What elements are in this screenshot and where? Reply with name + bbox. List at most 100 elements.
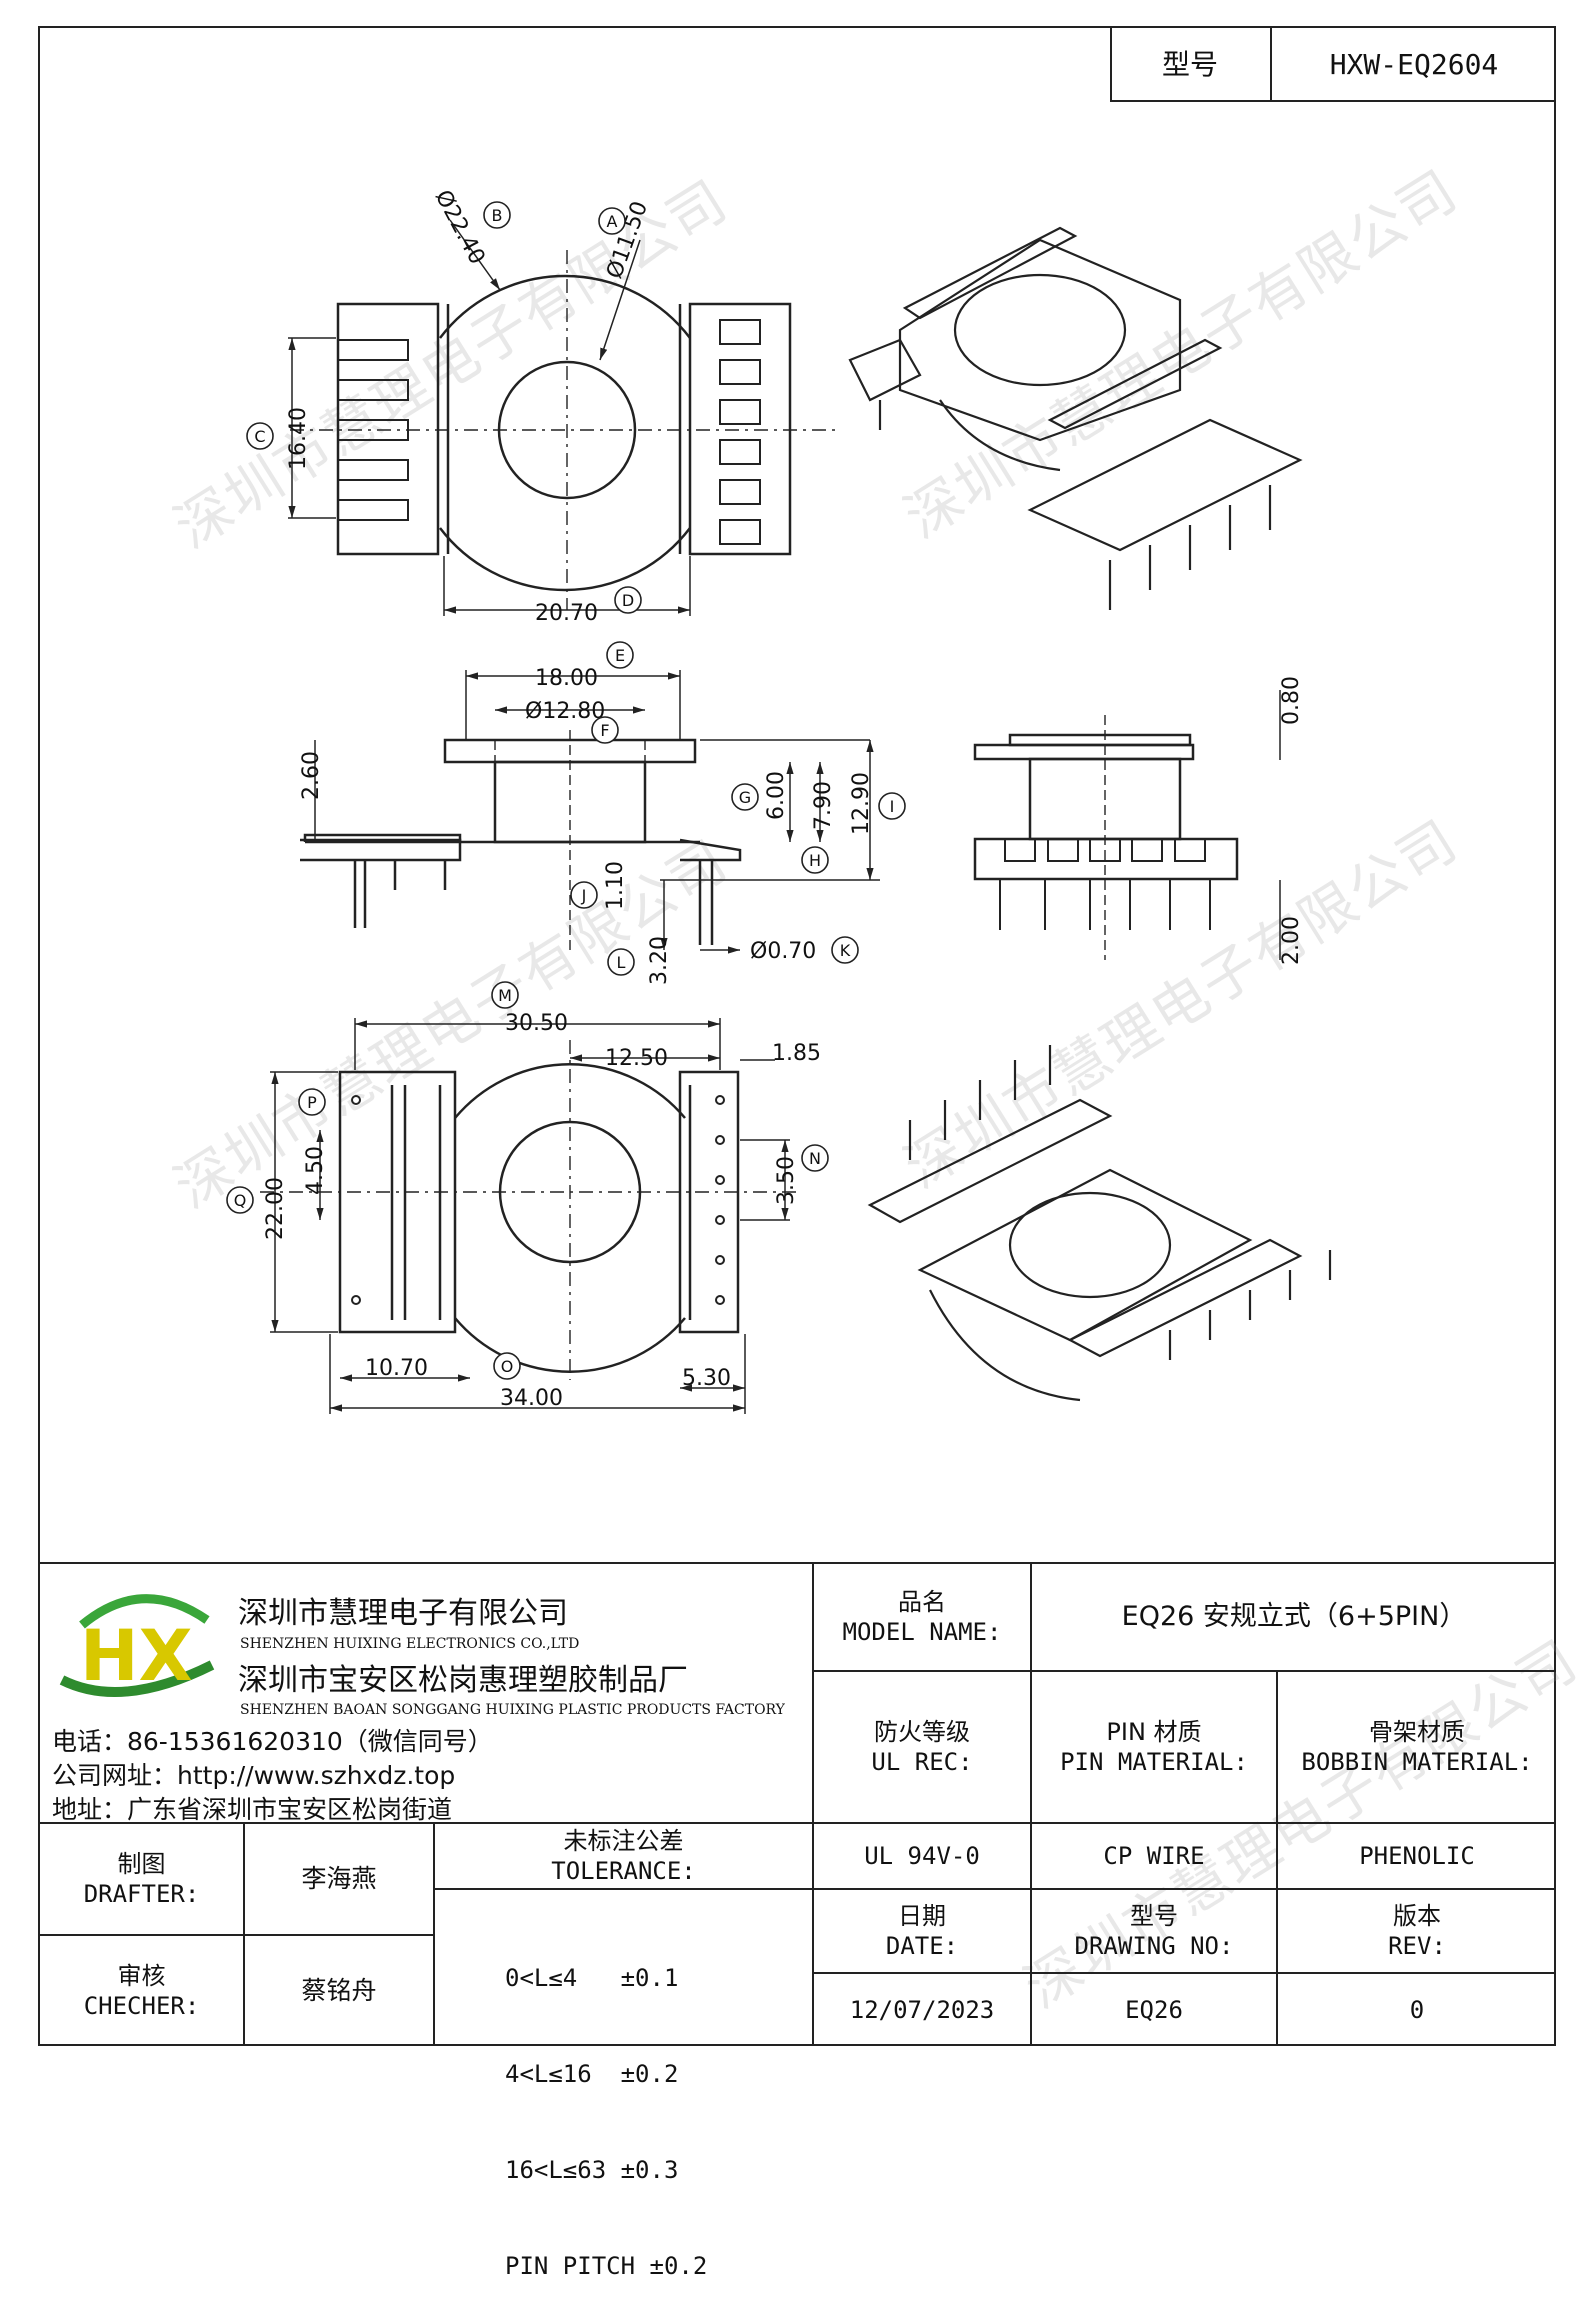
logo-text: HX: [80, 1615, 193, 1697]
checker-cn: 审核: [117, 1962, 166, 1990]
fire-rating-value: UL 94V-0: [864, 1842, 980, 1870]
dim-l-text: 3.20: [647, 936, 672, 985]
address-text: 地址：广东省深圳市宝安区松岗街道: [52, 1795, 453, 1824]
end-view: [973, 690, 1281, 960]
tolerance-line: 0<L≤4 ±0.1: [505, 1964, 679, 1992]
balloon-b: B: [492, 206, 503, 225]
pin-material-cn: PIN 材质: [1106, 1718, 1202, 1746]
iso-view-top: [848, 226, 1303, 610]
drafter-value: 李海燕: [301, 1864, 377, 1894]
pin-material-value: CP WIRE: [1103, 1842, 1205, 1870]
tolerance-en: TOLERANCE:: [551, 1857, 696, 1885]
drafter-en: DRAFTER:: [83, 1880, 200, 1908]
bobbin-material-value: PHENOLIC: [1359, 1842, 1475, 1870]
fire-rating-label: 防火等级 UL REC:: [814, 1672, 1030, 1822]
date-en: DATE:: [885, 1932, 959, 1960]
balloon-k: K: [840, 941, 851, 960]
dim-thk-text: 2.60: [299, 751, 324, 800]
iso-view-bottom: [867, 1045, 1332, 1402]
balloon-d: D: [622, 591, 634, 610]
balloon-p: P: [307, 1093, 317, 1112]
balloon-i: I: [890, 797, 895, 816]
rev-value: 0: [1409, 1996, 1425, 2024]
product-name-value: EQ26 安规立式（6+5PIN）: [1121, 1601, 1467, 1633]
dim-b-text: Ø22.40: [430, 186, 490, 269]
rev-label: 版本 REV:: [1278, 1890, 1556, 1972]
dim-n-text: 3.50: [774, 1156, 799, 1205]
dim-pin-len-text: 2.00: [1279, 916, 1304, 965]
dim-left-text: 10.70: [365, 1356, 428, 1381]
phone-text: 电话：86-15361620310（微信同号）: [52, 1727, 493, 1756]
dim-edge-text: 1.85: [772, 1041, 821, 1066]
dim-half-text: 12.50: [605, 1046, 668, 1071]
company-name-cn: 深圳市慧理电子有限公司: [238, 1596, 568, 1631]
bobbin-material-cn: 骨架材质: [1369, 1718, 1465, 1746]
dim-h-text: 7.90: [811, 781, 836, 830]
balloon-q: Q: [234, 1191, 247, 1210]
drafter-cn: 制图: [117, 1850, 166, 1878]
checker-value: 蔡铭舟: [301, 1976, 377, 2006]
tolerance-line: 4<L≤16 ±0.2: [505, 2060, 679, 2088]
drafter-label: 制图 DRAFTER:: [40, 1824, 243, 1934]
technical-drawing: Ø22.40 Ø11.50 16.40 20.70 18.00 Ø12.80 2…: [226, 186, 1332, 1414]
bobbin-material-en: BOBBIN MATERIAL:: [1301, 1748, 1533, 1776]
top-view: [288, 219, 840, 616]
dim-c-text: 16.40: [286, 407, 311, 470]
product-name-en: MODEL NAME:: [842, 1618, 1002, 1646]
date-value: 12/07/2023: [849, 1996, 995, 2024]
model-label: 型号: [1161, 47, 1218, 81]
dim-j-text: 1.10: [603, 861, 628, 910]
balloon-o: O: [501, 1357, 514, 1376]
checker-label: 审核 CHECHER:: [40, 1936, 243, 2046]
dim-top-thk-text: 0.80: [1279, 676, 1304, 725]
rev-cn: 版本: [1393, 1902, 1441, 1930]
fire-rating-cn: 防火等级: [874, 1718, 970, 1746]
balloon-j: J: [581, 886, 587, 905]
balloon-a: A: [607, 212, 618, 231]
drawing-no-label: 型号 DRAWING NO:: [1032, 1890, 1276, 1972]
dim-m-text: 30.50: [505, 1011, 568, 1036]
balloon-e: E: [615, 646, 625, 665]
dim-o-text: 34.00: [500, 1386, 563, 1411]
dim-right-text: 5.30: [682, 1366, 731, 1391]
tolerance-line: 16<L≤63 ±0.3: [505, 2156, 679, 2184]
dim-d-text: 20.70: [535, 601, 598, 626]
dim-p-text: 4.50: [303, 1146, 328, 1195]
balloon-n: N: [809, 1149, 821, 1168]
website-text: 公司网址：http://www.szhxdz.top: [52, 1761, 456, 1790]
checker-en: CHECHER:: [83, 1992, 200, 2020]
balloon-h: H: [809, 851, 821, 870]
pin-material-label: PIN 材质 PIN MATERIAL:: [1032, 1672, 1276, 1822]
company-name-en: SHENZHEN HUIXING ELECTRONICS CO.,LTD: [240, 1636, 580, 1652]
product-name-label: 品名 MODEL NAME:: [814, 1564, 1030, 1670]
balloon-f: F: [600, 721, 609, 740]
model-box: [1110, 26, 1556, 102]
balloon-m: M: [498, 986, 512, 1005]
balloon-c: C: [254, 427, 265, 446]
tolerance-cn: 未标注公差: [563, 1827, 684, 1855]
factory-name-en: SHENZHEN BAOAN SONGGANG HUIXING PLASTIC …: [240, 1702, 785, 1718]
rev-en: REV:: [1388, 1932, 1446, 1960]
drawing-sheet: [38, 26, 1556, 2046]
company-logo: HX: [52, 1585, 222, 1705]
model-value: HXW-EQ2604: [1329, 47, 1499, 81]
tolerance-table: 0<L≤4 ±0.1 4<L≤16 ±0.2 16<L≤63 ±0.3 PIN …: [505, 1898, 805, 2314]
balloon-l: L: [617, 953, 626, 972]
drawing-no-en: DRAWING NO:: [1074, 1932, 1234, 1960]
balloon-g: G: [739, 788, 751, 807]
side-view: [300, 670, 880, 954]
bottom-view: [260, 1018, 800, 1414]
tolerance-label: 未标注公差 TOLERANCE:: [435, 1824, 812, 1888]
dim-k-text: Ø0.70: [750, 939, 816, 964]
dim-q-text: 22.00: [263, 1177, 288, 1240]
date-cn: 日期: [898, 1902, 946, 1930]
dim-e-text: 18.00: [535, 666, 598, 691]
drawing-no-cn: 型号: [1130, 1902, 1178, 1930]
date-label: 日期 DATE:: [814, 1890, 1030, 1972]
fire-rating-en: UL REC:: [871, 1748, 973, 1776]
pin-material-en: PIN MATERIAL:: [1060, 1748, 1248, 1776]
dim-i-text: 12.90: [849, 772, 874, 835]
drawing-no-value: EQ26: [1125, 1996, 1183, 2024]
tolerance-line: PIN PITCH ±0.2: [505, 2252, 708, 2280]
factory-name-cn: 深圳市宝安区松岗惠理塑胶制品厂: [238, 1663, 688, 1698]
